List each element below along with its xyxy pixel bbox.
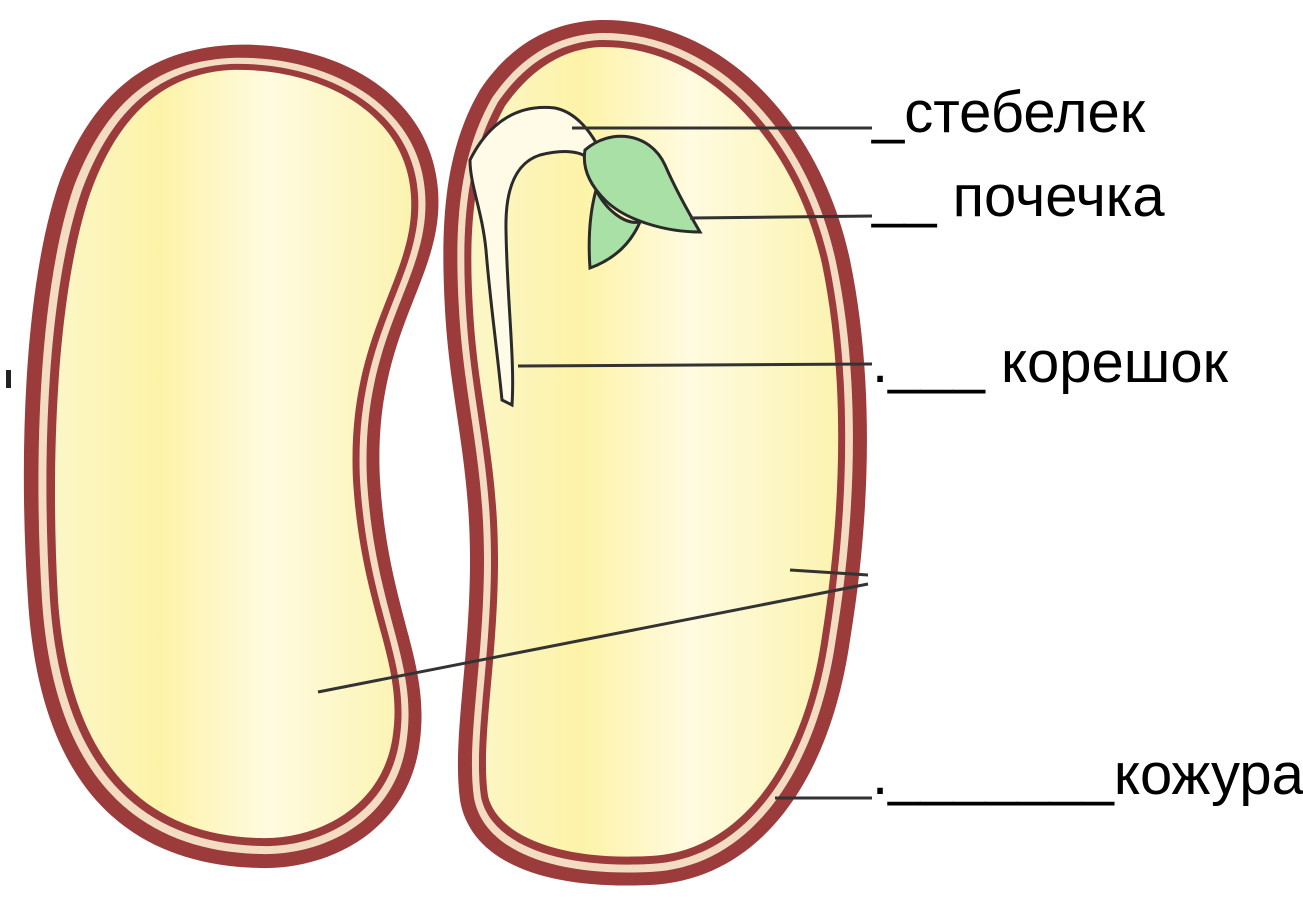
root-leader-line: [518, 364, 872, 366]
label-bud: __ почечка: [872, 168, 1165, 226]
label-stem: _стебелек: [872, 84, 1145, 142]
left-margin-mark: [6, 370, 11, 388]
label-seed-coat: ._______кожура: [872, 746, 1303, 804]
label-root: .___ корешок: [872, 334, 1228, 392]
bud-leader-line: [690, 216, 872, 218]
right-cotyledon: [443, 20, 867, 886]
left-cotyledon: [24, 45, 439, 868]
